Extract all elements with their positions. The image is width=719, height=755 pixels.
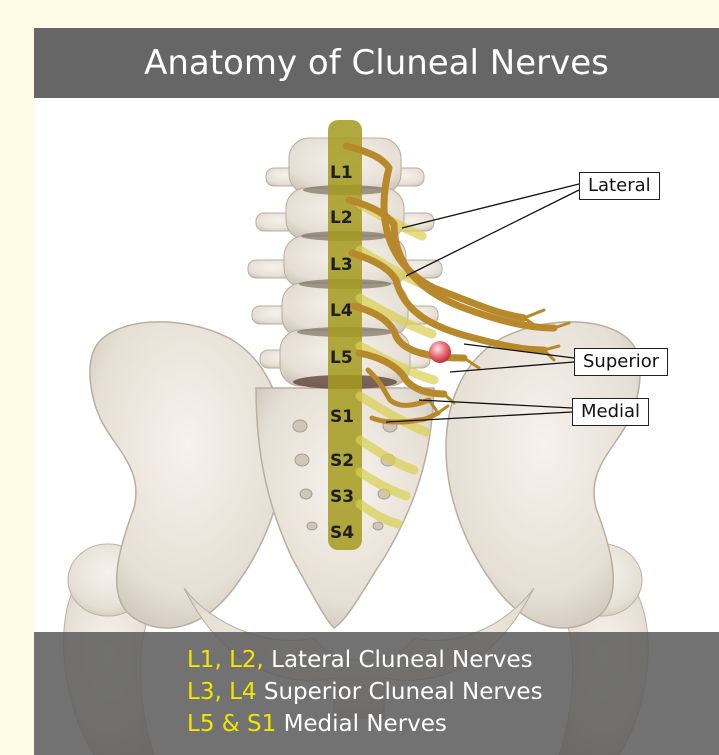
vertebra-label-l1: L1 bbox=[330, 163, 353, 183]
legend-item-superior: L3, L4 Superior Cluneal Nerves bbox=[187, 678, 543, 706]
vertebra-label-s4: S4 bbox=[330, 523, 354, 543]
vertebra-label-s3: S3 bbox=[330, 487, 354, 507]
vertebra-label-s2: S2 bbox=[330, 451, 354, 471]
legend-levels: L1, L2, bbox=[187, 647, 264, 673]
legend-item-medial: L5 & S1 Medial Nerves bbox=[187, 710, 447, 738]
vertebra-label-l4: L4 bbox=[330, 301, 353, 321]
legend-item-lateral: L1, L2, Lateral Cluneal Nerves bbox=[187, 646, 533, 674]
vertebra-label-s1: S1 bbox=[330, 407, 354, 427]
callout-superior: Superior bbox=[574, 348, 668, 376]
figure-panel: L1 L2 L3 L4 L5 S1 S2 S3 S4 Anatomy of Cl… bbox=[34, 28, 719, 755]
legend-levels: L3, L4 bbox=[187, 679, 257, 705]
vertebra-label-l3: L3 bbox=[330, 255, 353, 275]
vertebra-label-l2: L2 bbox=[330, 208, 353, 228]
callout-medial: Medial bbox=[572, 398, 649, 426]
vertebra-label-l5: L5 bbox=[330, 348, 353, 368]
pain-point-marker bbox=[429, 341, 451, 363]
legend-bar: L1, L2, Lateral Cluneal Nerves L3, L4 Su… bbox=[34, 632, 719, 755]
legend-text: Medial Nerves bbox=[284, 711, 447, 737]
left-ilium bbox=[90, 322, 284, 628]
page-title: Anatomy of Cluneal Nerves bbox=[34, 28, 719, 98]
legend-text: Lateral Cluneal Nerves bbox=[271, 647, 532, 673]
legend-text: Superior Cluneal Nerves bbox=[264, 679, 543, 705]
legend-levels: L5 & S1 bbox=[187, 711, 276, 737]
spinal-band bbox=[328, 120, 362, 550]
callout-lateral: Lateral bbox=[579, 172, 660, 200]
